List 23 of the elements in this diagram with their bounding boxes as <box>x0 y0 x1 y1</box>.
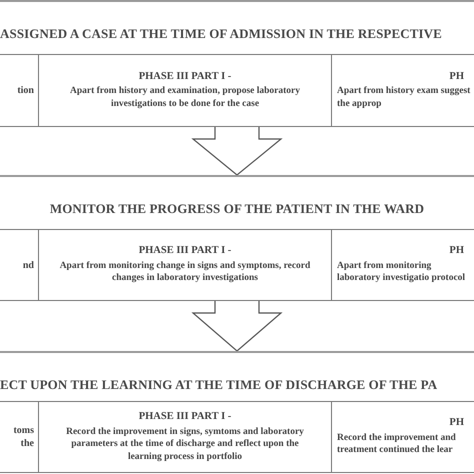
phase-heading: PHASE III PART I - <box>138 411 232 424</box>
phase-heading: PH <box>448 417 465 430</box>
stage-heading: ECT UPON THE LEARNING AT THE TIME OF DISCHARGE OF THE PA <box>0 376 438 394</box>
phase-heading: PH <box>448 70 465 84</box>
stage-band <box>0 0 474 127</box>
stage-band <box>0 351 474 473</box>
phase-description: Record the improvement in signs, symtoms and laboratory parameters at the time of discharge and reflect upon the learning process in portfolio <box>65 426 305 463</box>
phase-description: Apart from monitoring laboratory investigatio protocol <box>336 260 466 285</box>
cell-text: toms the <box>12 424 34 450</box>
block-arrow <box>191 300 283 352</box>
cell-text: nd <box>22 258 34 272</box>
block-arrow <box>191 126 283 176</box>
phase-description: Record the improvement and treatment continued the lear <box>336 432 457 457</box>
stage-heading: ASSIGNED A CASE AT THE TIME OF ADMISSION IN THE RESPECTIVE <box>0 25 442 43</box>
stage-heading: MONITOR THE PROGRESS OF THE PATIENT IN THE WARD <box>48 200 426 218</box>
stage-band <box>0 175 474 301</box>
cell-text: tion <box>16 84 34 97</box>
phase-description: Apart from history and examination, propose laboratory investigations to be done for the case <box>68 85 302 110</box>
phase-description: Apart from history exam suggest the approp <box>336 85 472 110</box>
phase-heading: PH <box>448 245 465 258</box>
phase-description: Apart from monitoring change in signs and symptoms, record changes in laboratory investigations <box>58 260 312 285</box>
phase-heading: PHASE III PART I - <box>138 245 232 258</box>
phase-heading: PHASE III PART I - <box>138 70 232 84</box>
